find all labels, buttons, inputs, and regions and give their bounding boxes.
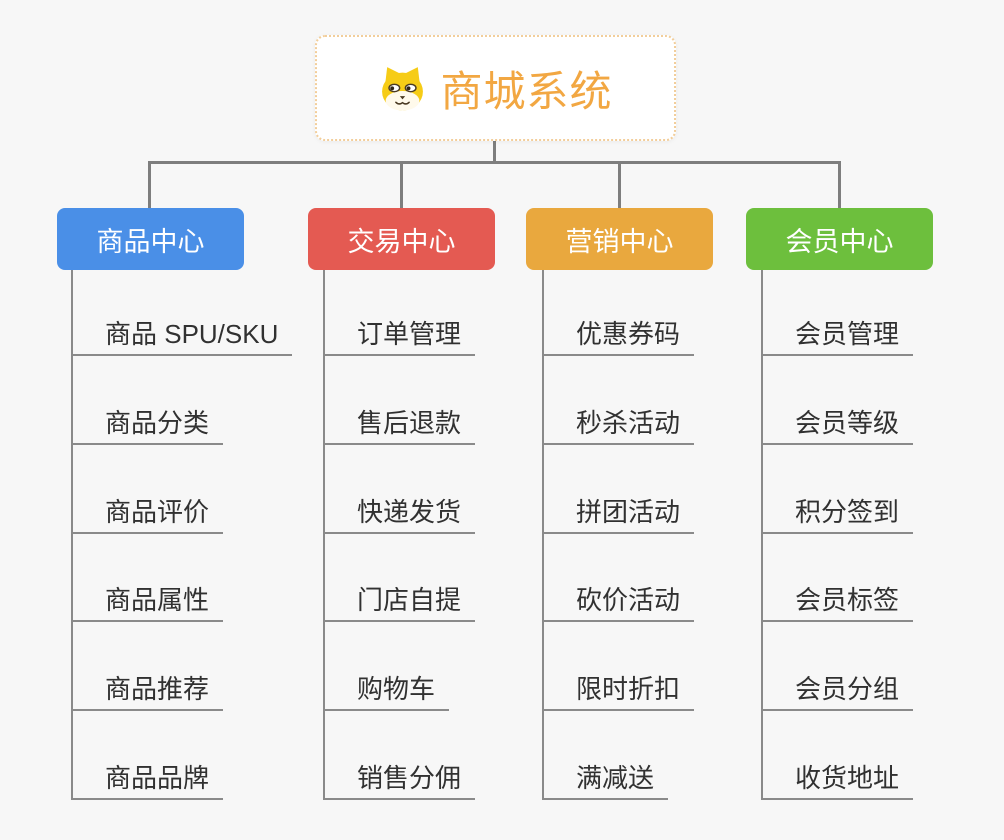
trunk-line <box>542 270 544 800</box>
child-node[interactable]: 商品评价 <box>71 496 224 534</box>
trunk-line <box>323 270 325 800</box>
connector-root-stem <box>493 140 496 163</box>
child-node[interactable]: 拼团活动 <box>542 496 695 534</box>
branch-label: 营销中心 <box>565 226 674 257</box>
doge-icon <box>382 66 424 110</box>
child-node[interactable]: 商品属性 <box>71 584 224 622</box>
child-node[interactable]: 商品推荐 <box>71 673 224 711</box>
child-node[interactable]: 购物车 <box>323 673 450 711</box>
branch-node-member-center[interactable]: 会员中心 <box>746 208 933 270</box>
child-node[interactable]: 商品 SPU/SKU <box>71 318 293 356</box>
child-node[interactable]: 售后退款 <box>323 407 476 445</box>
connector-drop-member <box>838 163 841 208</box>
child-node[interactable]: 销售分佣 <box>323 762 476 800</box>
connector-drop-marketing <box>618 163 621 208</box>
child-node[interactable]: 会员标签 <box>761 584 914 622</box>
trunk-line <box>761 270 763 800</box>
child-node[interactable]: 订单管理 <box>323 318 476 356</box>
child-node[interactable]: 积分签到 <box>761 496 914 534</box>
connector-drop-product <box>148 163 151 208</box>
child-node[interactable]: 砍价活动 <box>542 584 695 622</box>
child-node[interactable]: 门店自提 <box>323 584 476 622</box>
connector-drop-trade <box>400 163 403 208</box>
root-title: 商城系统 <box>440 67 613 115</box>
child-node[interactable]: 限时折扣 <box>542 673 695 711</box>
branch-node-product-center[interactable]: 商品中心 <box>57 208 244 270</box>
branch-label: 交易中心 <box>347 226 456 257</box>
root-node[interactable]: 商城系统 <box>315 35 676 141</box>
child-node[interactable]: 会员分组 <box>761 673 914 711</box>
child-node[interactable]: 秒杀活动 <box>542 407 695 445</box>
child-node[interactable]: 商品分类 <box>71 407 224 445</box>
trunk-line <box>71 270 73 800</box>
connector-bus <box>148 161 841 164</box>
child-node[interactable]: 收货地址 <box>761 762 914 800</box>
branch-node-marketing-center[interactable]: 营销中心 <box>526 208 713 270</box>
child-node[interactable]: 商品品牌 <box>71 762 224 800</box>
child-node[interactable]: 会员等级 <box>761 407 914 445</box>
child-node[interactable]: 会员管理 <box>761 318 914 356</box>
branch-label: 会员中心 <box>785 226 894 257</box>
child-node[interactable]: 满减送 <box>542 762 669 800</box>
branch-node-trade-center[interactable]: 交易中心 <box>308 208 495 270</box>
child-node[interactable]: 优惠券码 <box>542 318 695 356</box>
child-node[interactable]: 快递发货 <box>323 496 476 534</box>
branch-label: 商品中心 <box>96 226 205 257</box>
